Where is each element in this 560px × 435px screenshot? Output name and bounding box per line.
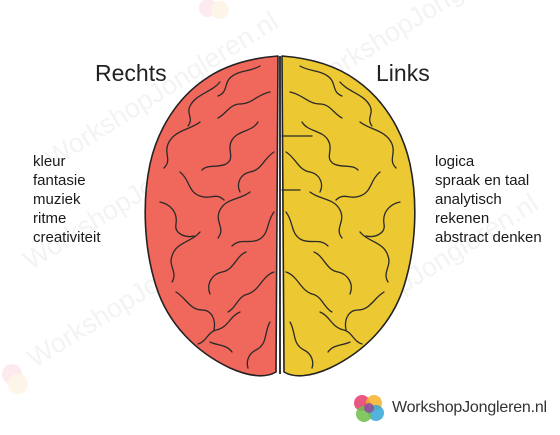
right-hemisphere-shape <box>144 55 279 377</box>
left-hemisphere-folds <box>281 65 401 369</box>
trait-item: creativiteit <box>33 229 101 246</box>
right-hemisphere-folds <box>159 65 275 369</box>
trait-item: muziek <box>33 191 81 208</box>
brand-logo-icon <box>354 395 384 422</box>
trait-item: rekenen <box>435 210 490 227</box>
watermark-logo-icon <box>199 0 229 19</box>
trait-item: spraak en taal <box>435 172 530 189</box>
trait-item: kleur <box>33 153 66 170</box>
left-hemisphere-traits: logica spraak en taal analytisch rekenen… <box>435 152 542 247</box>
brand-logo: WorkshopJongleren.nl <box>352 393 547 423</box>
trait-item: fantasie <box>33 172 86 189</box>
left-hemisphere-title: Links <box>376 60 430 86</box>
trait-item: analytisch <box>435 191 502 208</box>
trait-item: ritme <box>33 210 67 227</box>
left-hemisphere-shape <box>281 55 416 377</box>
trait-item: abstract denken <box>435 229 542 246</box>
watermark-logo-icon <box>2 364 28 394</box>
brain-illustration <box>144 55 416 377</box>
right-hemisphere-traits: kleur fantasie muziek ritme creativiteit <box>33 152 101 247</box>
right-hemisphere-title: Rechts <box>95 60 167 86</box>
trait-item: logica <box>435 153 475 170</box>
brand-name: WorkshopJongleren.nl <box>392 399 547 416</box>
